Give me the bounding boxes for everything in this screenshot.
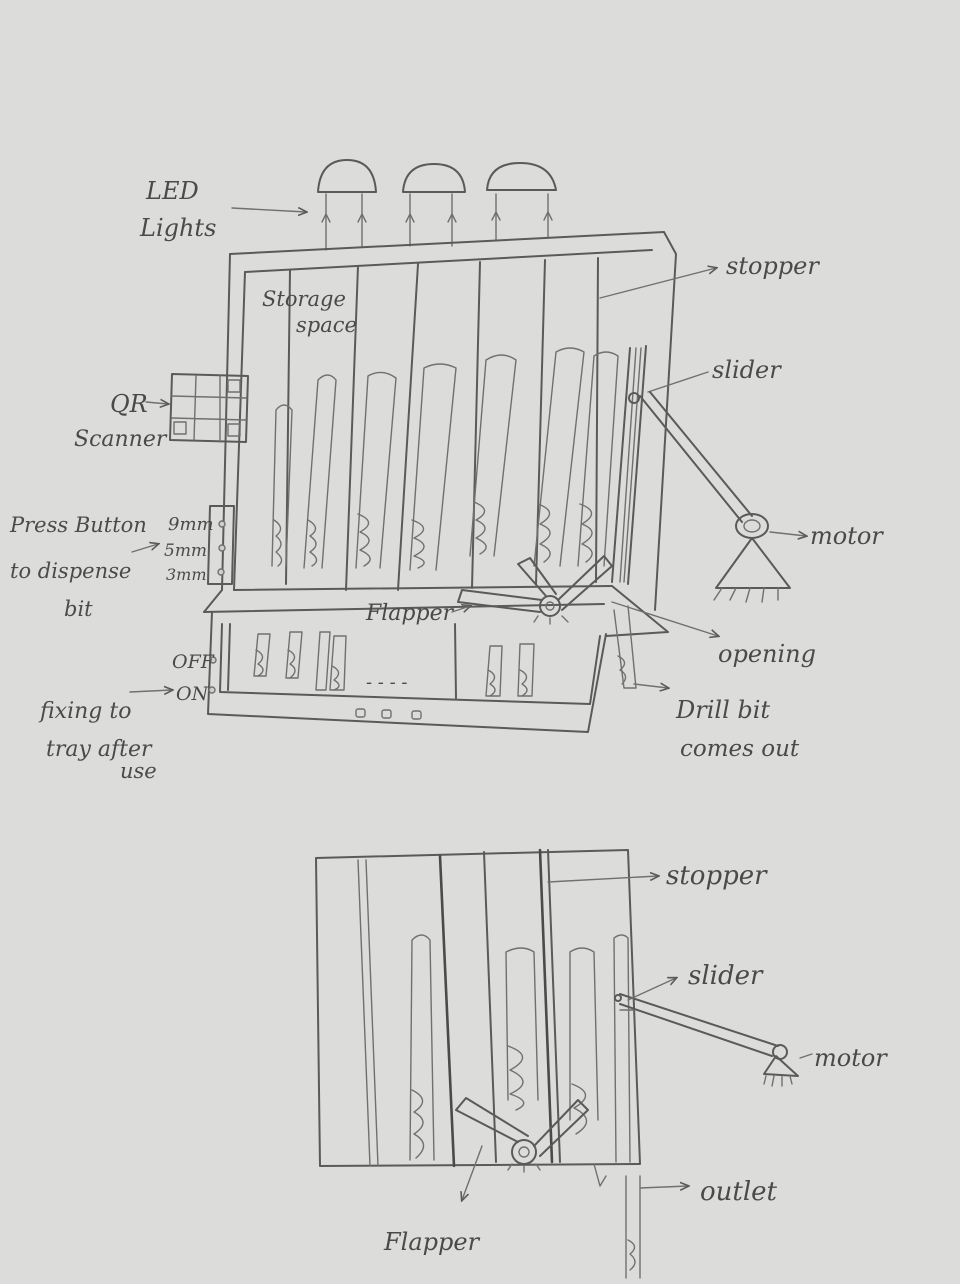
drill-label-line2: comes out <box>680 736 800 762</box>
press-label-line2: to dispense <box>10 559 131 583</box>
press-label-line3: bit <box>64 597 93 621</box>
bottom-diagram: stopper slider motor outlet Flapper <box>316 850 888 1278</box>
stopper-label: stopper <box>726 252 820 280</box>
press-label-line1: Press Button <box>9 513 147 537</box>
bottom-flapper-label: Flapper <box>383 1228 481 1256</box>
led-label-line2: Lights <box>139 214 216 242</box>
flapper-label: Flapper <box>365 601 455 626</box>
bottom-motor-label: motor <box>814 1044 888 1072</box>
on-label: ON <box>176 683 210 705</box>
qr-scanner <box>170 374 248 442</box>
bottom-stopper-label: stopper <box>666 861 768 891</box>
led-label-line1: LED <box>145 177 199 205</box>
slider-rail <box>612 346 646 584</box>
fixing-label-line1: fixing to <box>38 699 131 724</box>
bottom-slider-label: slider <box>688 961 764 991</box>
drill-bit-output <box>614 606 636 688</box>
motor-label: motor <box>810 522 884 550</box>
tray-dots: - - - - <box>366 672 408 693</box>
qr-label-line1: QR <box>110 390 148 418</box>
opening-label: opening <box>718 640 816 668</box>
qr-label-line2: Scanner <box>74 427 168 452</box>
size-5-label: 5mm <box>164 541 207 561</box>
size-3-label: 3mm <box>166 565 207 584</box>
button-5mm[interactable] <box>219 545 225 551</box>
storage-label-line2: space <box>296 313 357 337</box>
flapper <box>458 556 612 624</box>
storage-label-line1: Storage <box>262 287 346 311</box>
slider-label: slider <box>712 356 782 384</box>
size-9-label: 9mm <box>168 514 214 535</box>
top-diagram: LED Lights Storage space <box>9 160 884 783</box>
drill-bit-tubes <box>272 348 618 570</box>
outlet-label: outlet <box>700 1177 778 1207</box>
button-3mm[interactable] <box>218 569 224 575</box>
drill-label-line1: Drill bit <box>675 696 770 724</box>
off-label: OFF <box>172 651 215 673</box>
button-9mm[interactable] <box>219 521 225 527</box>
fixing-label-line3: use <box>120 759 157 783</box>
led-lights <box>318 160 556 250</box>
bottom-motor <box>764 1045 798 1086</box>
